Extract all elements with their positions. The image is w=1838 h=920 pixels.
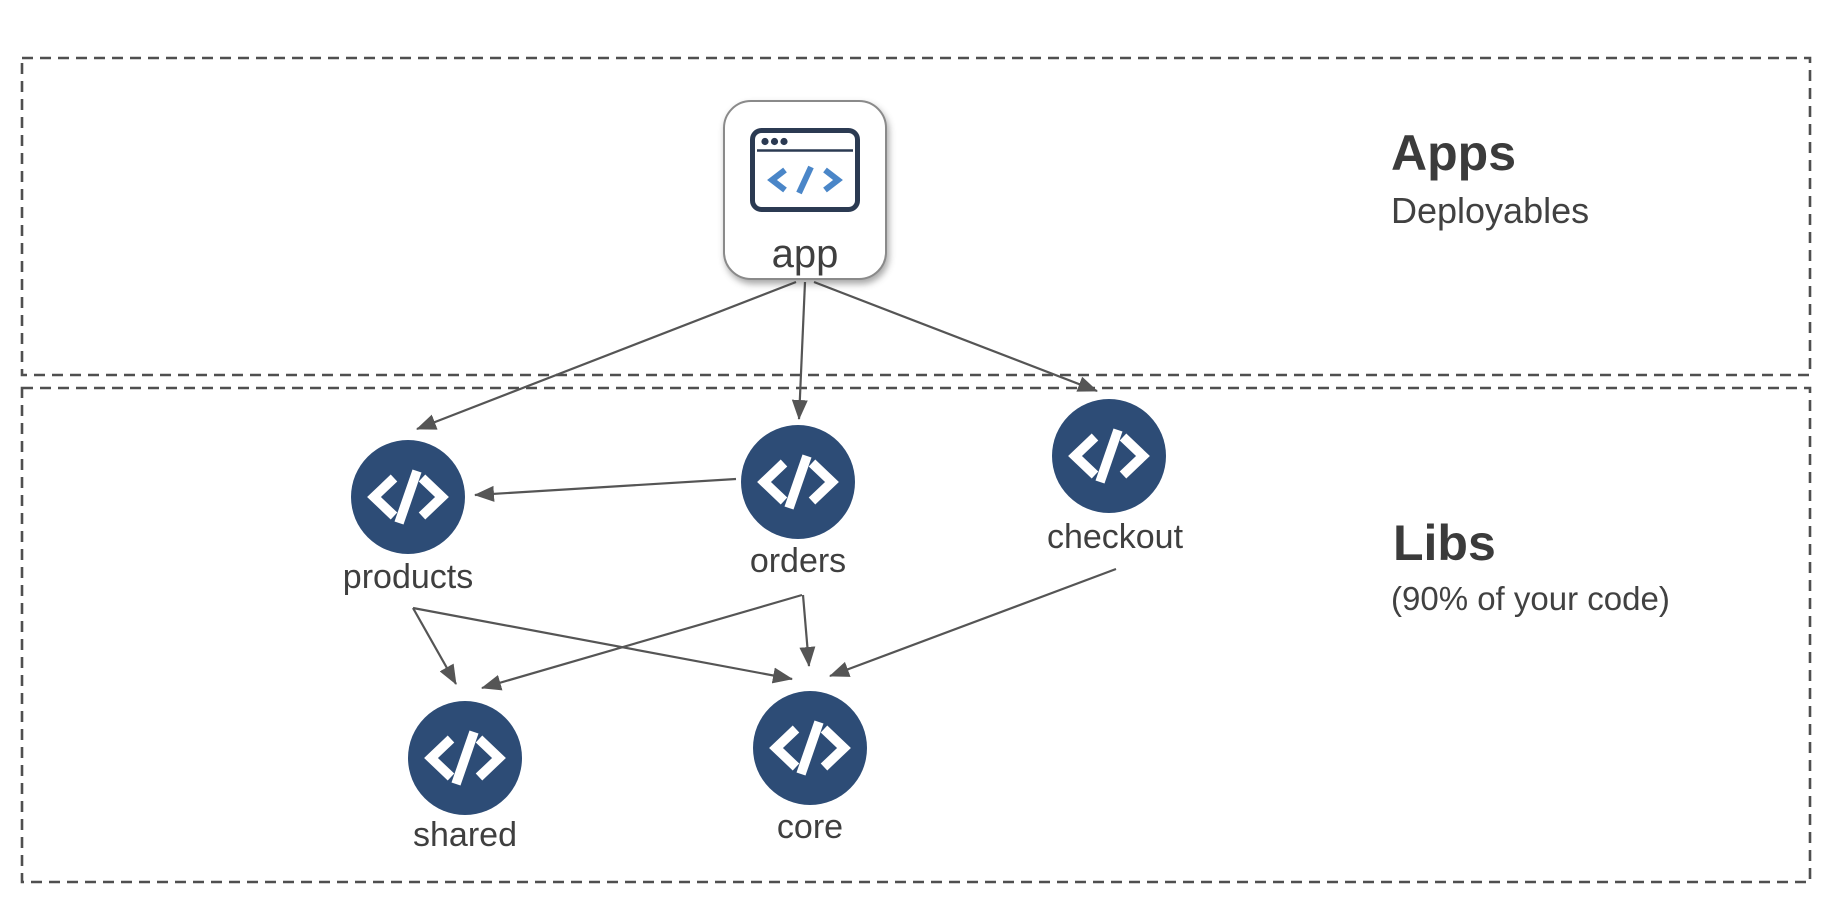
edge-orders-shared	[481, 593, 803, 691]
edge-products-shared	[412, 607, 457, 685]
node-core-label: core	[776, 808, 844, 846]
code-icon	[1068, 428, 1150, 484]
node-shared-label: shared	[413, 816, 517, 854]
node-orders-label: orders	[749, 542, 847, 580]
node-app: app	[723, 100, 887, 280]
node-orders	[741, 425, 855, 539]
libs-region-border	[20, 386, 1812, 884]
apps-region-title: Apps	[1391, 125, 1516, 181]
node-checkout	[1052, 399, 1166, 513]
code-icon	[757, 454, 839, 510]
edge-checkout-core	[829, 567, 1117, 678]
code-icon	[769, 720, 851, 776]
node-core	[753, 691, 867, 805]
node-products	[351, 440, 465, 554]
node-shared	[408, 701, 522, 815]
node-products-label: products	[342, 558, 474, 596]
browser-window-code-icon	[750, 128, 860, 212]
node-checkout-label: checkout	[1046, 518, 1184, 556]
libs-region-title: Libs	[1393, 515, 1496, 571]
edge-products-core	[412, 606, 793, 684]
code-icon	[367, 469, 449, 525]
code-icon	[424, 730, 506, 786]
edge-app-checkout	[813, 280, 1098, 393]
edge-orders-core	[799, 594, 816, 667]
node-app-label: app	[771, 232, 839, 276]
edge-orders-products	[474, 477, 737, 502]
edge-app-orders	[791, 281, 808, 420]
libs-region-subtitle: (90% of your code)	[1391, 580, 1670, 617]
apps-region-subtitle: Deployables	[1391, 190, 1590, 231]
apps-region-border	[20, 56, 1812, 377]
edge-app-products	[416, 280, 797, 431]
